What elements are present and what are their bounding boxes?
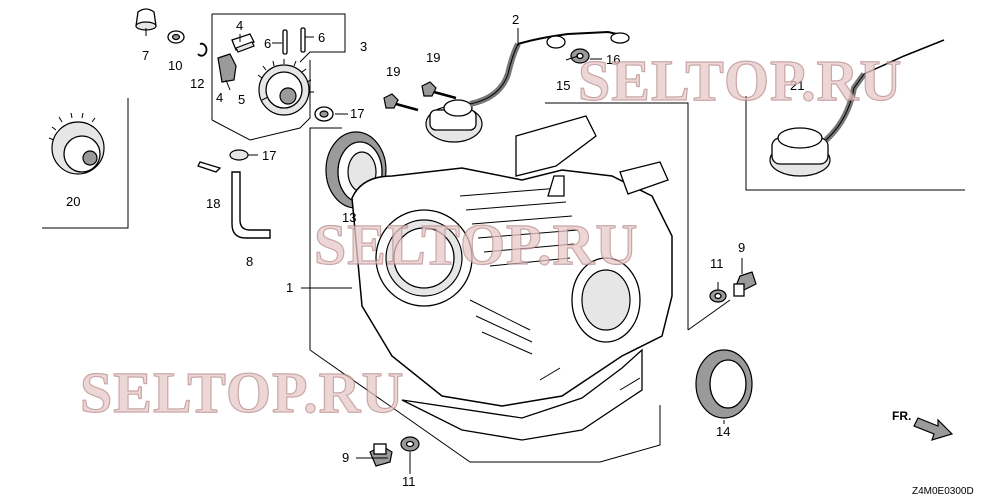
- callout-16: 16: [606, 52, 620, 67]
- part-20-gear: [48, 112, 105, 175]
- part-9-bolt-upper: [733, 271, 757, 297]
- group-frame-crankcase: [545, 102, 689, 330]
- callout-19-left: 19: [386, 64, 400, 79]
- part-7-cap: [135, 8, 157, 31]
- callout-17-upper: 17: [350, 106, 364, 121]
- watermark-middle: SELTOP.RU: [314, 212, 638, 277]
- group-frame-gear-left: [42, 98, 129, 229]
- callout-5: 5: [238, 92, 245, 107]
- part-1-crankcase: [351, 115, 673, 441]
- part-10-washer: [167, 30, 185, 44]
- callout-13: 13: [342, 210, 356, 225]
- part-17-washer-lower: [229, 149, 249, 161]
- callout-11-upper: 11: [710, 256, 724, 271]
- callout-9-upper: 9: [738, 240, 745, 255]
- leader-lines: [145, 28, 743, 474]
- callout-19-right: 19: [426, 50, 440, 65]
- callout-4-upper: 4: [236, 18, 243, 33]
- callout-6-left: 6: [264, 36, 271, 51]
- part-11-washer-upper: [709, 289, 727, 303]
- front-direction-arrow: FR.: [892, 409, 954, 441]
- part-2-oil-sensor: [425, 30, 630, 143]
- callout-1: 1: [286, 280, 293, 295]
- part-15-grommet: [546, 35, 566, 49]
- callout-7: 7: [142, 48, 149, 63]
- callout-4-lower: 4: [216, 90, 223, 105]
- part-5-governor-gear: [257, 59, 314, 116]
- part-21-sensor: [769, 39, 945, 177]
- callout-14: 14: [716, 424, 730, 439]
- callout-18: 18: [206, 196, 220, 211]
- group-frame-crankcase-bottom: [309, 349, 661, 463]
- callout-8: 8: [246, 254, 253, 269]
- callout-2: 2: [512, 12, 519, 27]
- part-6-pin-right: [300, 27, 306, 53]
- group-frame-governor: [211, 13, 346, 141]
- callout-12: 12: [190, 76, 204, 91]
- part-11-washer-lower: [400, 436, 420, 452]
- part-9-bolt-lower: [369, 443, 393, 467]
- part-14-oil-seal: [695, 349, 753, 419]
- watermark-bottom: SELTOP.RU: [80, 360, 404, 425]
- part-19-bolt-right: [421, 81, 457, 100]
- diagram-code: Z4M0E0300D: [912, 486, 974, 497]
- part-16-nut: [570, 48, 590, 64]
- part-17-washer-upper: [314, 106, 334, 122]
- watermark-top: SELTOP.RU: [578, 48, 902, 113]
- callout-11-lower: 11: [402, 474, 416, 489]
- part-8-tube: [231, 171, 271, 239]
- callout-17-lower: 17: [262, 148, 276, 163]
- callout-20: 20: [66, 194, 80, 209]
- part-4-arm-lower: [217, 53, 237, 83]
- part-18-clip: [197, 161, 222, 173]
- callout-10: 10: [168, 58, 182, 73]
- group-frame-right-inset: [745, 96, 965, 191]
- callout-6-right: 6: [318, 30, 325, 45]
- part-12-clip: [197, 42, 208, 57]
- part-19-bolt-left: [383, 93, 419, 112]
- callout-9-lower: 9: [342, 450, 349, 465]
- part-4-arm-upper: [231, 33, 255, 53]
- front-direction-label: FR.: [892, 409, 911, 423]
- callout-21: 21: [790, 78, 804, 93]
- callout-15: 15: [556, 78, 570, 93]
- group-frame-crankcase-left: [309, 127, 342, 350]
- callout-3: 3: [360, 39, 367, 54]
- part-6-pin-left: [282, 29, 288, 55]
